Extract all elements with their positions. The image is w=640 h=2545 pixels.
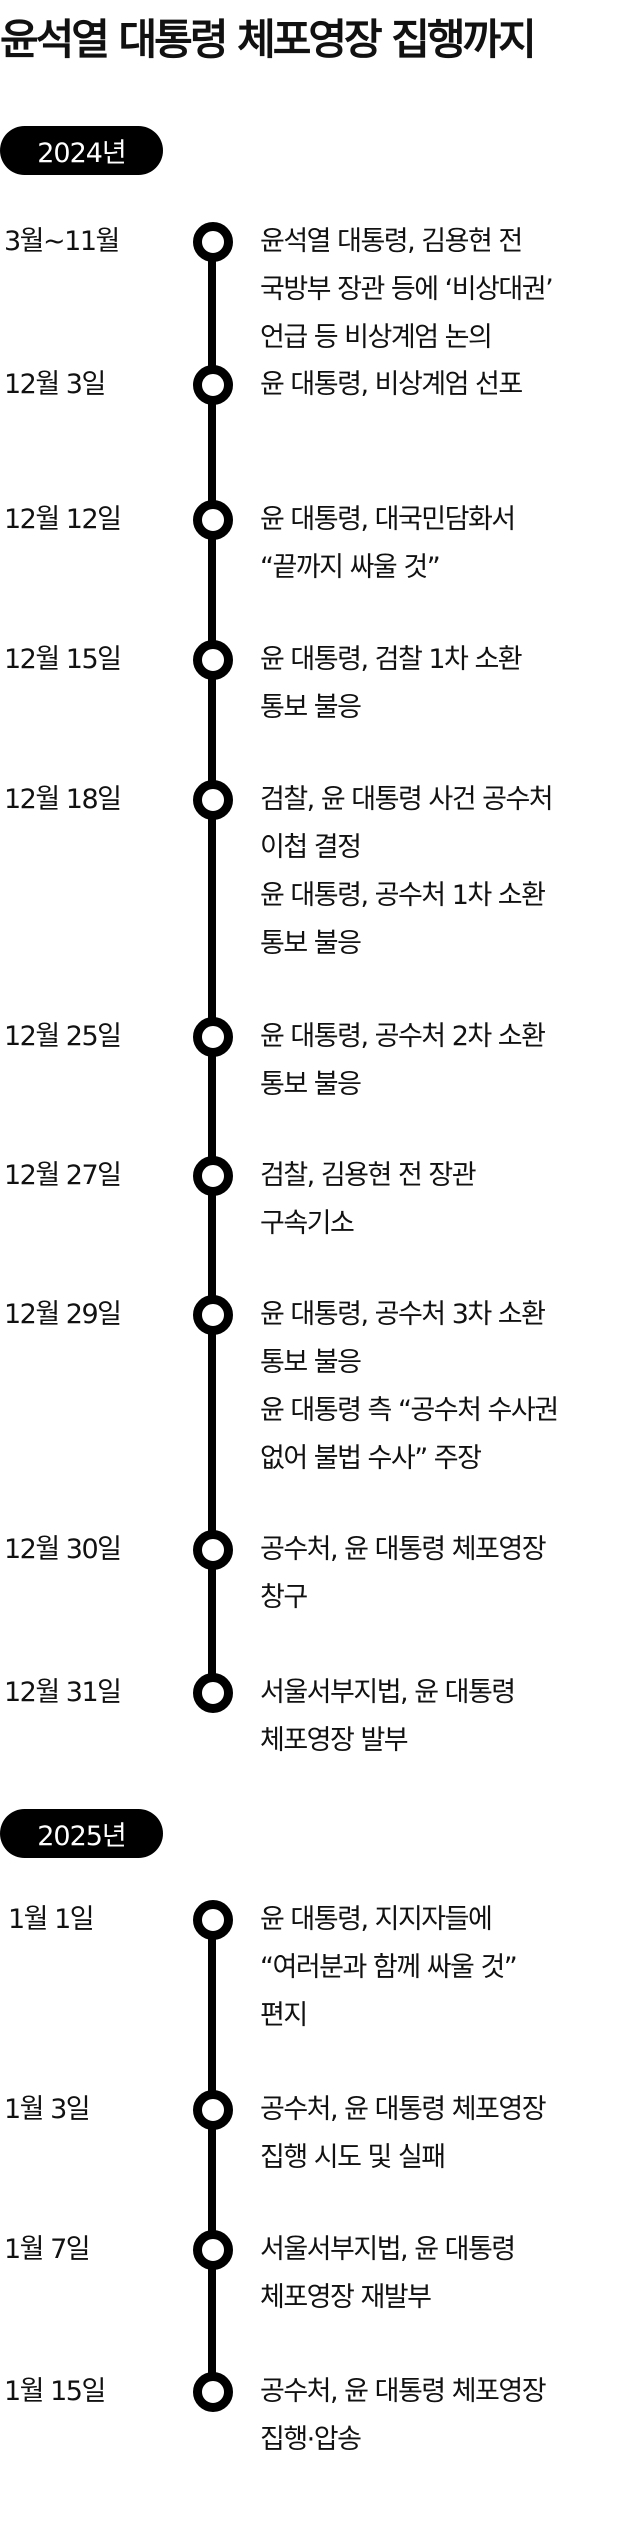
timeline-node-icon	[193, 2230, 233, 2270]
event-date: 12월 30일	[4, 1534, 122, 1565]
year-badge-2025: 2025년	[0, 1809, 163, 1858]
timeline-node-icon	[193, 1530, 233, 1570]
timeline-node-icon	[193, 222, 233, 262]
timeline-line-2024	[208, 242, 216, 1693]
event-date: 1월 15일	[4, 2376, 106, 2407]
event-date: 12월 3일	[4, 369, 106, 400]
event-description: 윤 대통령, 비상계엄 선포	[260, 369, 523, 400]
timeline-node-icon	[193, 640, 233, 680]
timeline-node-icon	[193, 1017, 233, 1057]
year-label: 2024년	[37, 138, 127, 169]
event-date: 1월 1일	[8, 1904, 95, 1935]
event-date: 1월 3일	[4, 2094, 91, 2125]
timeline-node-icon	[193, 1673, 233, 1713]
timeline-node-icon	[193, 780, 233, 820]
timeline-node-icon	[193, 1295, 233, 1335]
event-description: 윤 대통령, 지지자들에“여러분과 함께 싸울 것”편지	[260, 1904, 518, 2031]
timeline-node-icon	[193, 1156, 233, 1196]
event-date: 12월 15일	[4, 644, 122, 675]
year-label: 2025년	[37, 1821, 127, 1852]
timeline-node-icon	[193, 1900, 233, 1940]
event-description: 윤 대통령, 대국민담화서“끝까지 싸울 것”	[260, 504, 516, 583]
event-date: 12월 25일	[4, 1021, 122, 1052]
timeline-line-2025	[208, 1920, 216, 2392]
event-date: 12월 12일	[4, 504, 122, 535]
event-date: 3월~11월	[4, 226, 120, 257]
timeline-node-icon	[193, 2090, 233, 2130]
event-date: 12월 29일	[4, 1299, 122, 1330]
event-date: 12월 31일	[4, 1677, 122, 1708]
page-title: 윤석열 대통령 체포영장 집행까지	[0, 15, 537, 64]
event-date: 12월 18일	[4, 784, 122, 815]
timeline-node-icon	[193, 2372, 233, 2412]
year-badge-2024: 2024년	[0, 126, 163, 175]
timeline-node-icon	[193, 500, 233, 540]
timeline-node-icon	[193, 365, 233, 405]
event-date: 1월 7일	[4, 2234, 91, 2265]
event-date: 12월 27일	[4, 1160, 122, 1191]
